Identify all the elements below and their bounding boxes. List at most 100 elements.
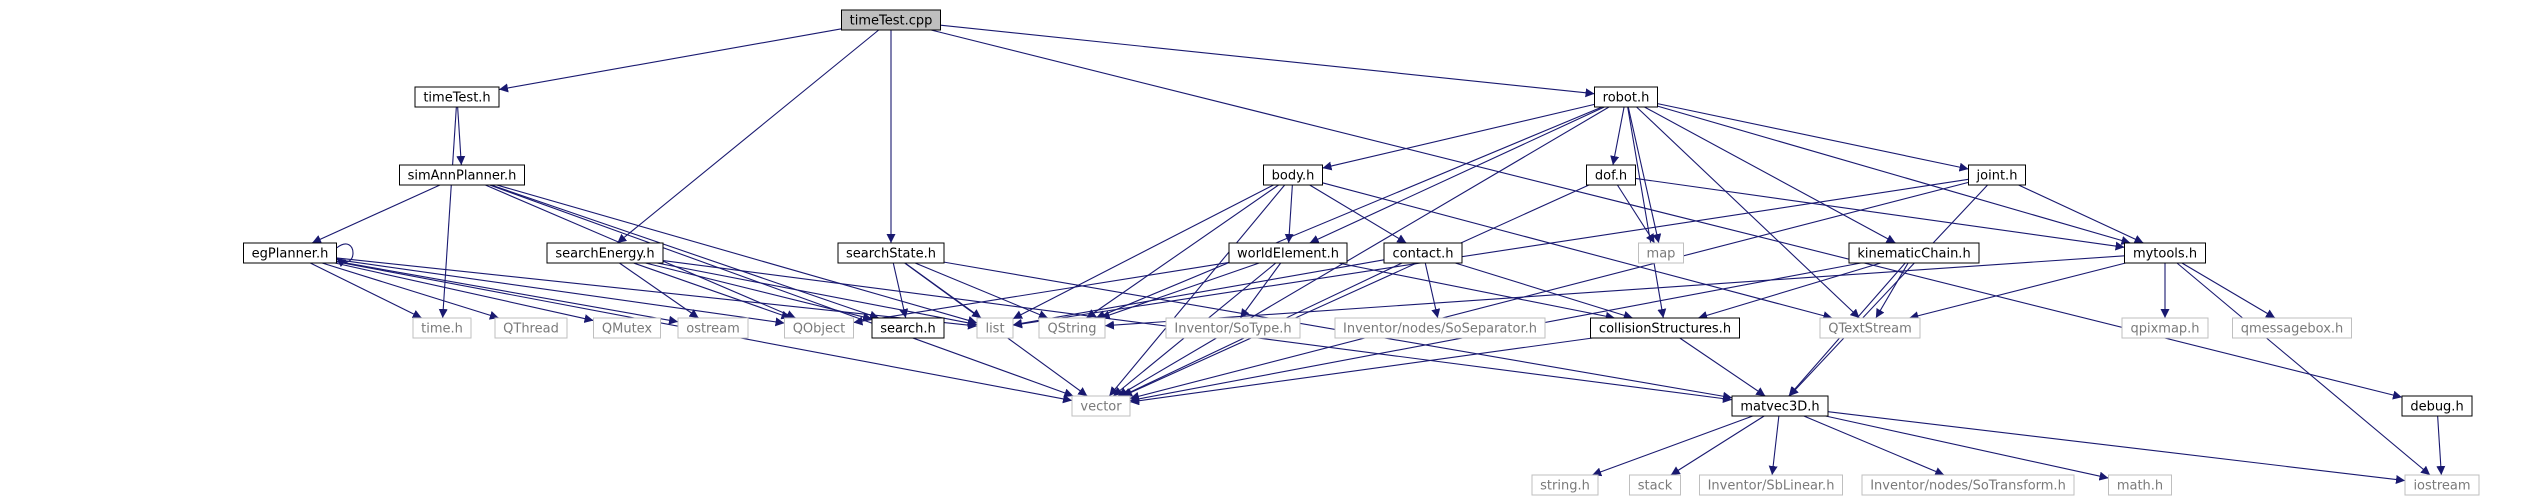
edge-searchstate-h-to-search-h — [892, 262, 909, 319]
node-box — [1861, 474, 2075, 496]
node-label: ostream — [686, 322, 740, 337]
node-qmutex: QMutex — [593, 317, 661, 339]
edge-kinematicchain-h-to-collisionstructures-h — [1698, 262, 1881, 320]
node-box — [1165, 317, 1301, 339]
node-inventor-sotype-h: Inventor/SoType.h — [1165, 317, 1301, 339]
node-qpixmap-h: qpixmap.h — [2121, 317, 2209, 339]
node-box — [841, 9, 941, 31]
edge-egplanner-h-to-qmutex — [334, 262, 594, 323]
node-label: contact.h — [1392, 247, 1453, 262]
node-label: Inventor/SbLinear.h — [1708, 479, 1835, 494]
edge-body-h-to-contact-h — [1309, 184, 1407, 244]
edge-robot-h-to-qstring — [1095, 106, 1603, 319]
node-label: QObject — [793, 322, 846, 337]
node-timetest-h[interactable]: timeTest.h — [414, 86, 500, 108]
node-dof-h[interactable]: dof.h — [1586, 164, 1636, 186]
node-label: vector — [1080, 400, 1122, 415]
edge-contact-h-to-collisionstructures-h — [1455, 262, 1633, 320]
node-box — [784, 317, 854, 339]
edge-contact-h-to-list — [1012, 259, 1385, 328]
edge-robot-h-to-kinematicchain-h — [1644, 106, 1896, 244]
edge-worldelement-h-to-collisionstructures-h — [1338, 262, 1615, 321]
node-label: QTextStream — [1828, 322, 1912, 337]
node-label: matvec3D.h — [1740, 400, 1819, 415]
edge-worldelement-h-to-inventor-sotype-h — [1239, 262, 1282, 319]
node-label: math.h — [2117, 479, 2163, 494]
node-box — [1638, 242, 1684, 264]
node-matvec3d-h[interactable]: matvec3D.h — [1731, 395, 1829, 417]
node-qstring: QString — [1038, 317, 1106, 339]
node-label: QMutex — [602, 322, 653, 337]
edge-searchenergy-h-to-qobject — [633, 262, 791, 320]
edge-robot-h-to-collisionstructures-h — [1627, 106, 1667, 319]
edge-egplanner-h-to-qobject — [336, 259, 785, 327]
node-box — [1383, 242, 1463, 264]
edge-worldelement-h-to-qobject — [853, 261, 1230, 326]
node-robot-h[interactable]: robot.h — [1594, 86, 1658, 108]
edge-matvec3d-h-to-stack — [1670, 415, 1765, 476]
node-box — [677, 317, 749, 339]
node-label: robot.h — [1603, 91, 1650, 106]
node-box — [2121, 317, 2209, 339]
node-debug-h[interactable]: debug.h — [2401, 395, 2473, 417]
edge-simannplanner-h-to-search-h — [490, 184, 880, 320]
node-kinematicchain-h[interactable]: kinematicChain.h — [1848, 242, 1980, 264]
node-timetest-cpp[interactable]: timeTest.cpp — [841, 9, 941, 31]
node-inventor-sblinear-h: Inventor/SbLinear.h — [1699, 474, 1843, 496]
node-label: QString — [1047, 322, 1096, 337]
node-search-h[interactable]: search.h — [871, 317, 945, 339]
edge-kinematicchain-h-to-qtextstream — [1875, 262, 1909, 319]
edge-dof-h-to-map — [1616, 184, 1656, 244]
node-label: worldElement.h — [1237, 247, 1339, 262]
edge-body-h-to-worldelement-h — [1284, 184, 1294, 244]
node-label: searchEnergy.h — [555, 247, 654, 262]
edge-body-h-to-qtextstream — [1322, 182, 1833, 321]
node-label: body.h — [1272, 169, 1315, 184]
edge-robot-h-to-mytools-h — [1657, 105, 2131, 245]
node-box — [2124, 242, 2206, 264]
edge-timetest-h-to-time-h — [438, 106, 457, 319]
edge-matvec3d-h-to-math-h — [1825, 415, 2109, 481]
node-box — [1038, 317, 1106, 339]
edge-worldelement-h-to-qstring — [1100, 262, 1260, 320]
node-label: simAnnPlanner.h — [408, 169, 517, 184]
node-box — [1819, 317, 1921, 339]
node-box — [1334, 317, 1546, 339]
node-worldelement-h[interactable]: worldElement.h — [1228, 242, 1348, 264]
edge-dof-h-to-vector — [1122, 184, 1590, 397]
node-label: QThread — [503, 322, 559, 337]
edge-robot-h-to-vector — [1117, 106, 1610, 397]
node-label: collisionStructures.h — [1599, 322, 1731, 337]
edge-robot-h-to-worldelement-h — [1309, 106, 1605, 244]
edge-joint-h-to-mytools-h — [2018, 184, 2144, 244]
node-label: timeTest.h — [423, 91, 490, 106]
node-qtextstream: QTextStream — [1819, 317, 1921, 339]
node-egplanner-h[interactable]: egPlanner.h — [243, 242, 337, 264]
node-collisionstructures-h[interactable]: collisionStructures.h — [1590, 317, 1740, 339]
node-box — [494, 317, 568, 339]
node-label: searchState.h — [846, 247, 936, 262]
node-map: map — [1638, 242, 1684, 264]
node-box — [1586, 164, 1636, 186]
node-vector: vector — [1071, 395, 1131, 417]
node-body-h[interactable]: body.h — [1263, 164, 1323, 186]
node-label: stack — [1638, 479, 1673, 494]
node-label: map — [1647, 247, 1676, 262]
node-label: egPlanner.h — [252, 247, 329, 262]
edge-simannplanner-h-to-vector — [489, 184, 1074, 398]
node-box — [976, 317, 1014, 339]
edge-robot-h-to-dof-h — [1610, 106, 1625, 166]
node-contact-h[interactable]: contact.h — [1383, 242, 1463, 264]
edge-simannplanner-h-to-egplanner-h — [311, 184, 441, 244]
node-searchstate-h[interactable]: searchState.h — [837, 242, 945, 264]
edge-joint-h-to-list — [1012, 178, 1969, 329]
node-iostream: iostream — [2404, 474, 2480, 496]
node-label: qmessagebox.h — [2241, 322, 2344, 337]
node-simannplanner-h[interactable]: simAnnPlanner.h — [399, 164, 525, 186]
node-searchenergy-h[interactable]: searchEnergy.h — [546, 242, 664, 264]
edge-searchenergy-h-to-search-h — [645, 262, 873, 322]
edge-robot-h-to-map — [1627, 106, 1662, 244]
node-mytools-h[interactable]: mytools.h — [2124, 242, 2206, 264]
node-joint-h[interactable]: joint.h — [1968, 164, 2026, 186]
